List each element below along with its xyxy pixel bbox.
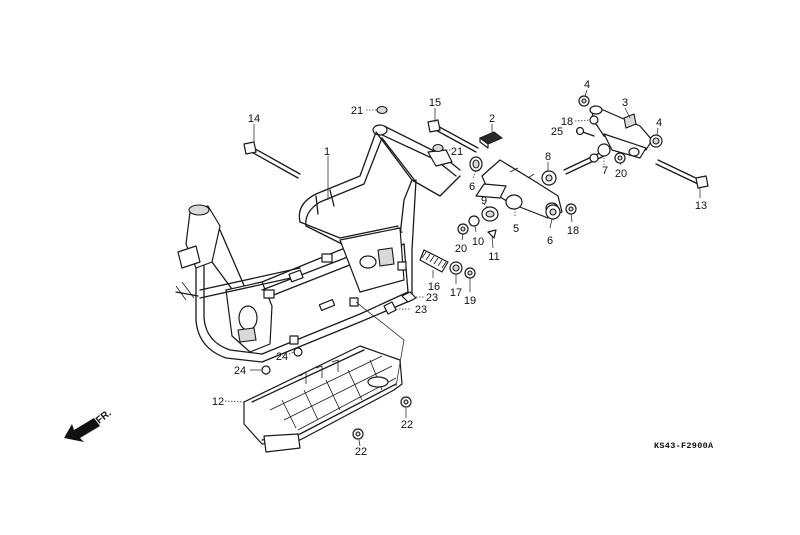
callout-16: 16 [428,281,440,293]
callout-6a: 6 [469,181,475,193]
nut-part-19[interactable] [464,267,476,279]
bushing-part-6b[interactable] [545,204,561,220]
callout-11: 11 [488,251,499,263]
callout-23a: 23 [426,292,438,304]
callout-2: 2 [489,113,495,125]
clip-part-11[interactable] [487,229,497,239]
collar-part-17[interactable] [449,261,463,275]
callout-24a: 24 [276,351,288,363]
nut-part-4a[interactable] [578,95,590,107]
bolt-part-14[interactable] [243,141,301,179]
callout-3: 3 [622,97,628,109]
bolt-part-24b[interactable] [261,365,271,375]
callout-19: 19 [464,295,476,307]
callout-17: 17 [450,287,462,299]
bushing-part-6a[interactable] [469,156,483,172]
nut-part-20b[interactable] [457,223,469,235]
callout-13: 13 [695,200,707,212]
callout-24b: 24 [234,365,246,377]
bolt-part-24a[interactable] [293,347,303,357]
callout-23b: 23 [415,304,427,316]
callout-9: 9 [481,195,487,207]
front-direction-indicator: FR. [64,408,114,442]
callout-18b: 18 [567,225,579,237]
nut-part-21b[interactable] [432,143,444,153]
nut-part-18a[interactable] [589,115,599,125]
bolt-part-15[interactable] [427,119,479,153]
callout-8: 8 [545,151,551,163]
callout-18a: 18 [561,116,573,128]
nut-part-21a[interactable] [376,105,388,115]
callout-1: 1 [324,146,330,158]
nut-part-22b[interactable] [352,428,364,440]
callout-10: 10 [472,236,484,248]
callout-21a: 21 [351,105,363,117]
hanger-bolt-part-7[interactable] [563,143,611,175]
callout-7: 7 [602,165,608,177]
bolt-part-13[interactable] [655,159,709,189]
callout-22b: 22 [355,446,367,458]
callouts: 1 2 3 4 4 5 6 6 7 8 9 10 11 12 13 14 15 … [212,79,707,458]
callout-25: 25 [551,126,563,138]
hanger-bracket-part[interactable] [589,105,653,159]
callout-4b: 4 [656,117,662,129]
clip-nut-part-23a[interactable] [401,291,417,303]
callout-20b: 20 [615,168,627,180]
washer-part-10[interactable] [468,215,480,227]
callout-12: 12 [212,396,224,408]
callout-20a: 20 [455,243,467,255]
frame-part[interactable] [175,124,461,363]
under-cover-part[interactable] [243,345,403,453]
callout-6b: 6 [547,235,553,247]
callout-4a: 4 [584,79,590,91]
leader-lines [224,89,701,447]
rubber-pad-part[interactable] [479,131,503,149]
callout-15: 15 [429,97,441,109]
nut-part-20a[interactable] [614,152,626,164]
nut-part-18b[interactable] [565,203,577,215]
nut-part-22a[interactable] [400,396,412,408]
spring-part-16[interactable] [419,249,449,273]
drawing-code: KS43-F2900A [654,441,714,451]
nut-part-4b[interactable] [649,134,663,148]
callout-5: 5 [513,223,519,235]
hanger-link-part[interactable] [475,159,563,219]
bushing-part-8[interactable] [541,170,557,186]
clip-nut-part-23b[interactable] [383,301,397,315]
callout-14: 14 [248,113,260,125]
damper-part-9[interactable] [481,206,499,222]
bolt-part-25[interactable] [575,126,595,137]
callout-22a: 22 [401,419,413,431]
callout-21b: 21 [451,146,463,158]
front-arrow-icon [64,418,100,442]
